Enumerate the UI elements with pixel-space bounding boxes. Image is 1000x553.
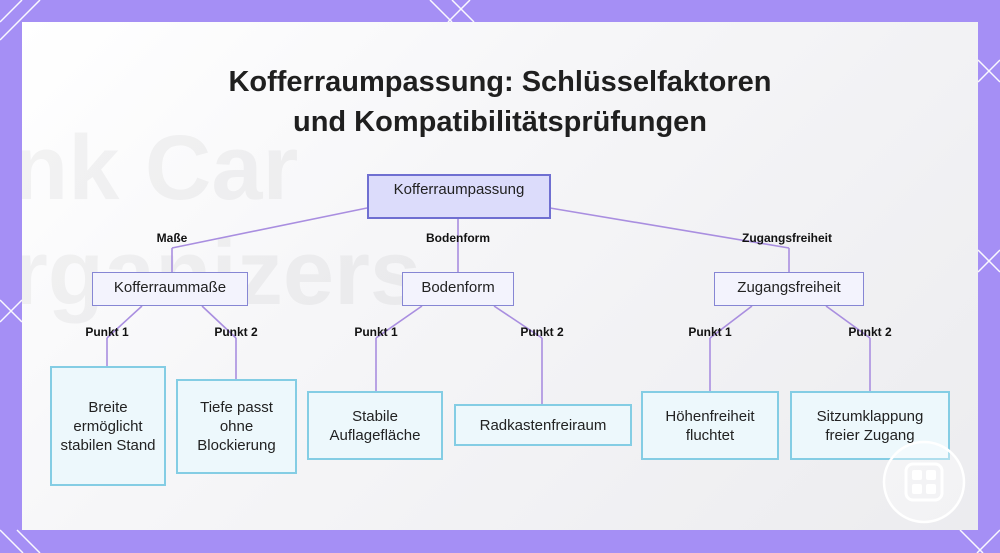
node-bodenform: Bodenform [402,272,514,306]
title-line-2: und Kompatibilitätsprüfungen [292,106,707,138]
edge-label-zugang-punkt1: Punkt 1 [688,325,732,339]
leaf-tiefe-ohne-blockierung: Tiefe passt ohne Blockierung [176,379,297,474]
app-grid-icon [882,440,966,524]
page-title: Kofferraumpassung: Schlüsselfaktoren und… [22,62,978,142]
edge-masse-p1 [106,305,143,339]
edge-label-masse-punkt1: Punkt 1 [85,325,129,339]
leaf-stabile-auflageflaeche: Stabile Auflagefläche [307,391,443,460]
title-line-1: Kofferraumpassung: Schlüsselfaktoren [228,66,772,98]
diagram-card: nk Car rganizers Kofferraumpassung: Schl… [22,22,978,530]
node-kofferraummasse: Kofferraummaße [92,272,248,306]
edge-label-bodenform: Bodenform [426,231,490,245]
leaf-hoehenfreiheit-fluchtet: Höhenfreiheit fluchtet [641,391,779,460]
edge-root-masse [171,207,368,249]
connector-lines [106,207,871,404]
edge-label-masse-punkt2: Punkt 2 [214,325,258,339]
node-zugangsfreiheit: Zugangsfreiheit [714,272,864,306]
edge-label-boden-punkt2: Punkt 2 [520,325,564,339]
edge-label-zugang-punkt2: Punkt 2 [848,325,892,339]
edge-zugang-p2 [825,305,871,339]
leaf-radkastenfreiraum: Radkastenfreiraum [454,404,632,446]
leaf-breite-stabiler-stand: Breite ermöglicht stabilen Stand [50,366,166,486]
edge-label-zugangsfreiheit: Zugangsfreiheit [741,231,833,245]
edge-label-masse: Maße [156,231,188,245]
edge-label-boden-punkt1: Punkt 1 [354,325,398,339]
edge-boden-p2 [493,305,543,339]
leaf-sitzumklappung-freier-zugang: Sitzumklappung freier Zugang [790,391,950,460]
edge-masse-p2 [201,305,237,339]
edge-root-zugang [549,207,790,249]
node-root-kofferraumpassung: Kofferraumpassung [367,174,551,219]
background-watermark-line1: nk Car [22,117,299,219]
edge-zugang-p1 [709,305,753,339]
edge-boden-p1 [375,305,423,339]
